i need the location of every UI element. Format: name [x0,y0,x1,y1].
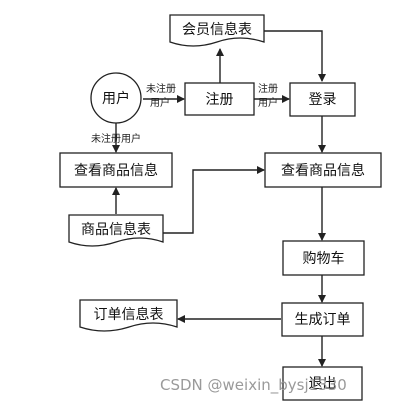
watermark: CSDN @weixin_bysj1330 [160,376,347,394]
create-order-label: 生成订单 [295,312,351,328]
member-table-label: 会员信息表 [182,21,252,38]
create-order-node [281,302,364,337]
exit-label: 退出 [309,376,337,392]
edge-product-viewright [163,166,265,234]
view-products-left-label: 查看商品信息 [74,162,158,179]
cart-node [282,240,365,276]
user-node [90,72,142,124]
edge-label-registered-2: 用户 [258,96,278,109]
login-node [289,82,356,117]
register-label: 注册 [206,92,234,108]
edge-label-unregistered-2: 用户 [150,96,170,109]
view-products-right-node [264,152,382,188]
cart-label: 购物车 [303,250,345,267]
view-products-right-label: 查看商品信息 [281,162,365,179]
edge-label-registered-1: 注册 [258,82,278,95]
member-table-node [169,14,265,47]
product-table-node [68,214,164,247]
order-table-label: 订单信息表 [94,306,164,323]
edge-label-unregistered-user: 未注册用户 [91,132,141,145]
user-label: 用户 [102,90,130,107]
exit-node [282,366,363,401]
edge-label-unregistered-1: 未注册 [146,82,176,95]
edge-member-login [264,30,326,82]
login-label: 登录 [309,92,337,108]
connectors [112,30,326,367]
product-table-label: 商品信息表 [81,221,151,238]
view-products-left-node [59,152,173,188]
order-table-node [79,299,178,332]
register-node [184,82,255,116]
